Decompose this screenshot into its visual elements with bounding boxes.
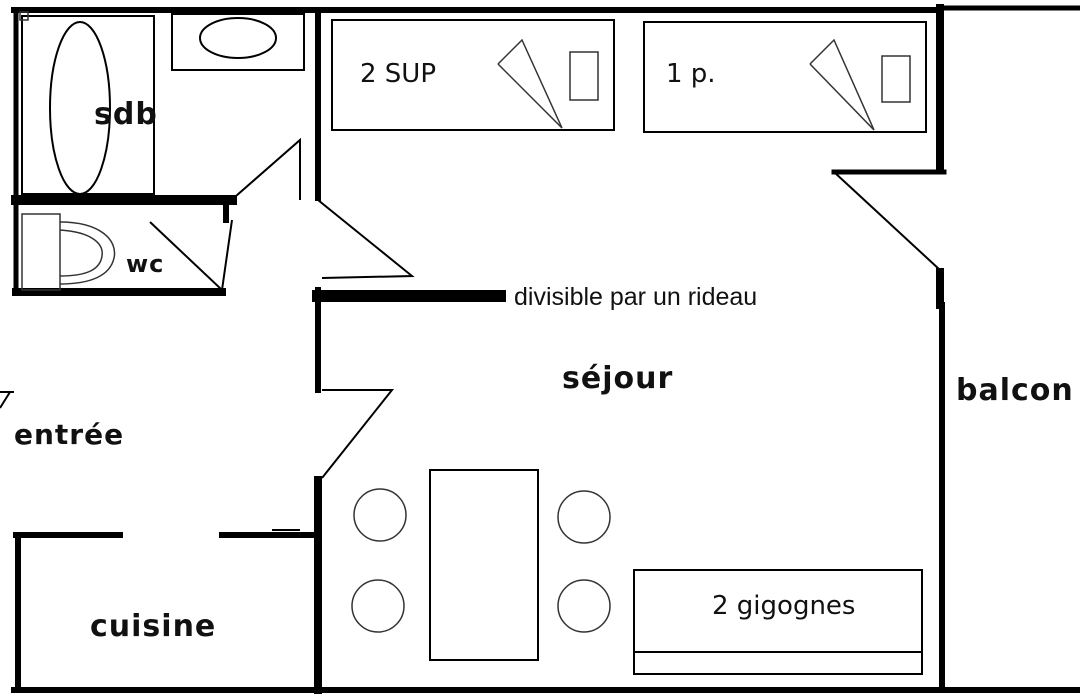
toilet-fixture [21,213,116,291]
bed-left [331,19,615,131]
chair [353,488,407,542]
walls [11,4,1080,694]
dining-table [429,469,539,661]
bathroom-fixtures [19,11,305,195]
bed-right-label: 1 p. [666,59,716,89]
kitchen-label: cuisine [90,609,216,644]
bathroom-label: sdb [94,97,158,132]
door-swings [0,137,941,479]
wc-label: wc [126,250,164,278]
chair [557,579,611,633]
curtain-note: divisible par un rideau [514,283,757,311]
bunk-bed-label: 2 gigognes [712,591,855,621]
chairs [351,488,611,633]
living-room-label: séjour [562,361,673,396]
chair [351,579,405,633]
chair [557,490,611,544]
edge-door-fragment [0,391,12,409]
bunk-bed [633,569,923,675]
bed-left-label: 2 SUP [360,59,436,89]
balcony-label: balcon [956,373,1074,408]
bed-right [643,21,927,133]
entrance-label: entrée [14,418,124,451]
